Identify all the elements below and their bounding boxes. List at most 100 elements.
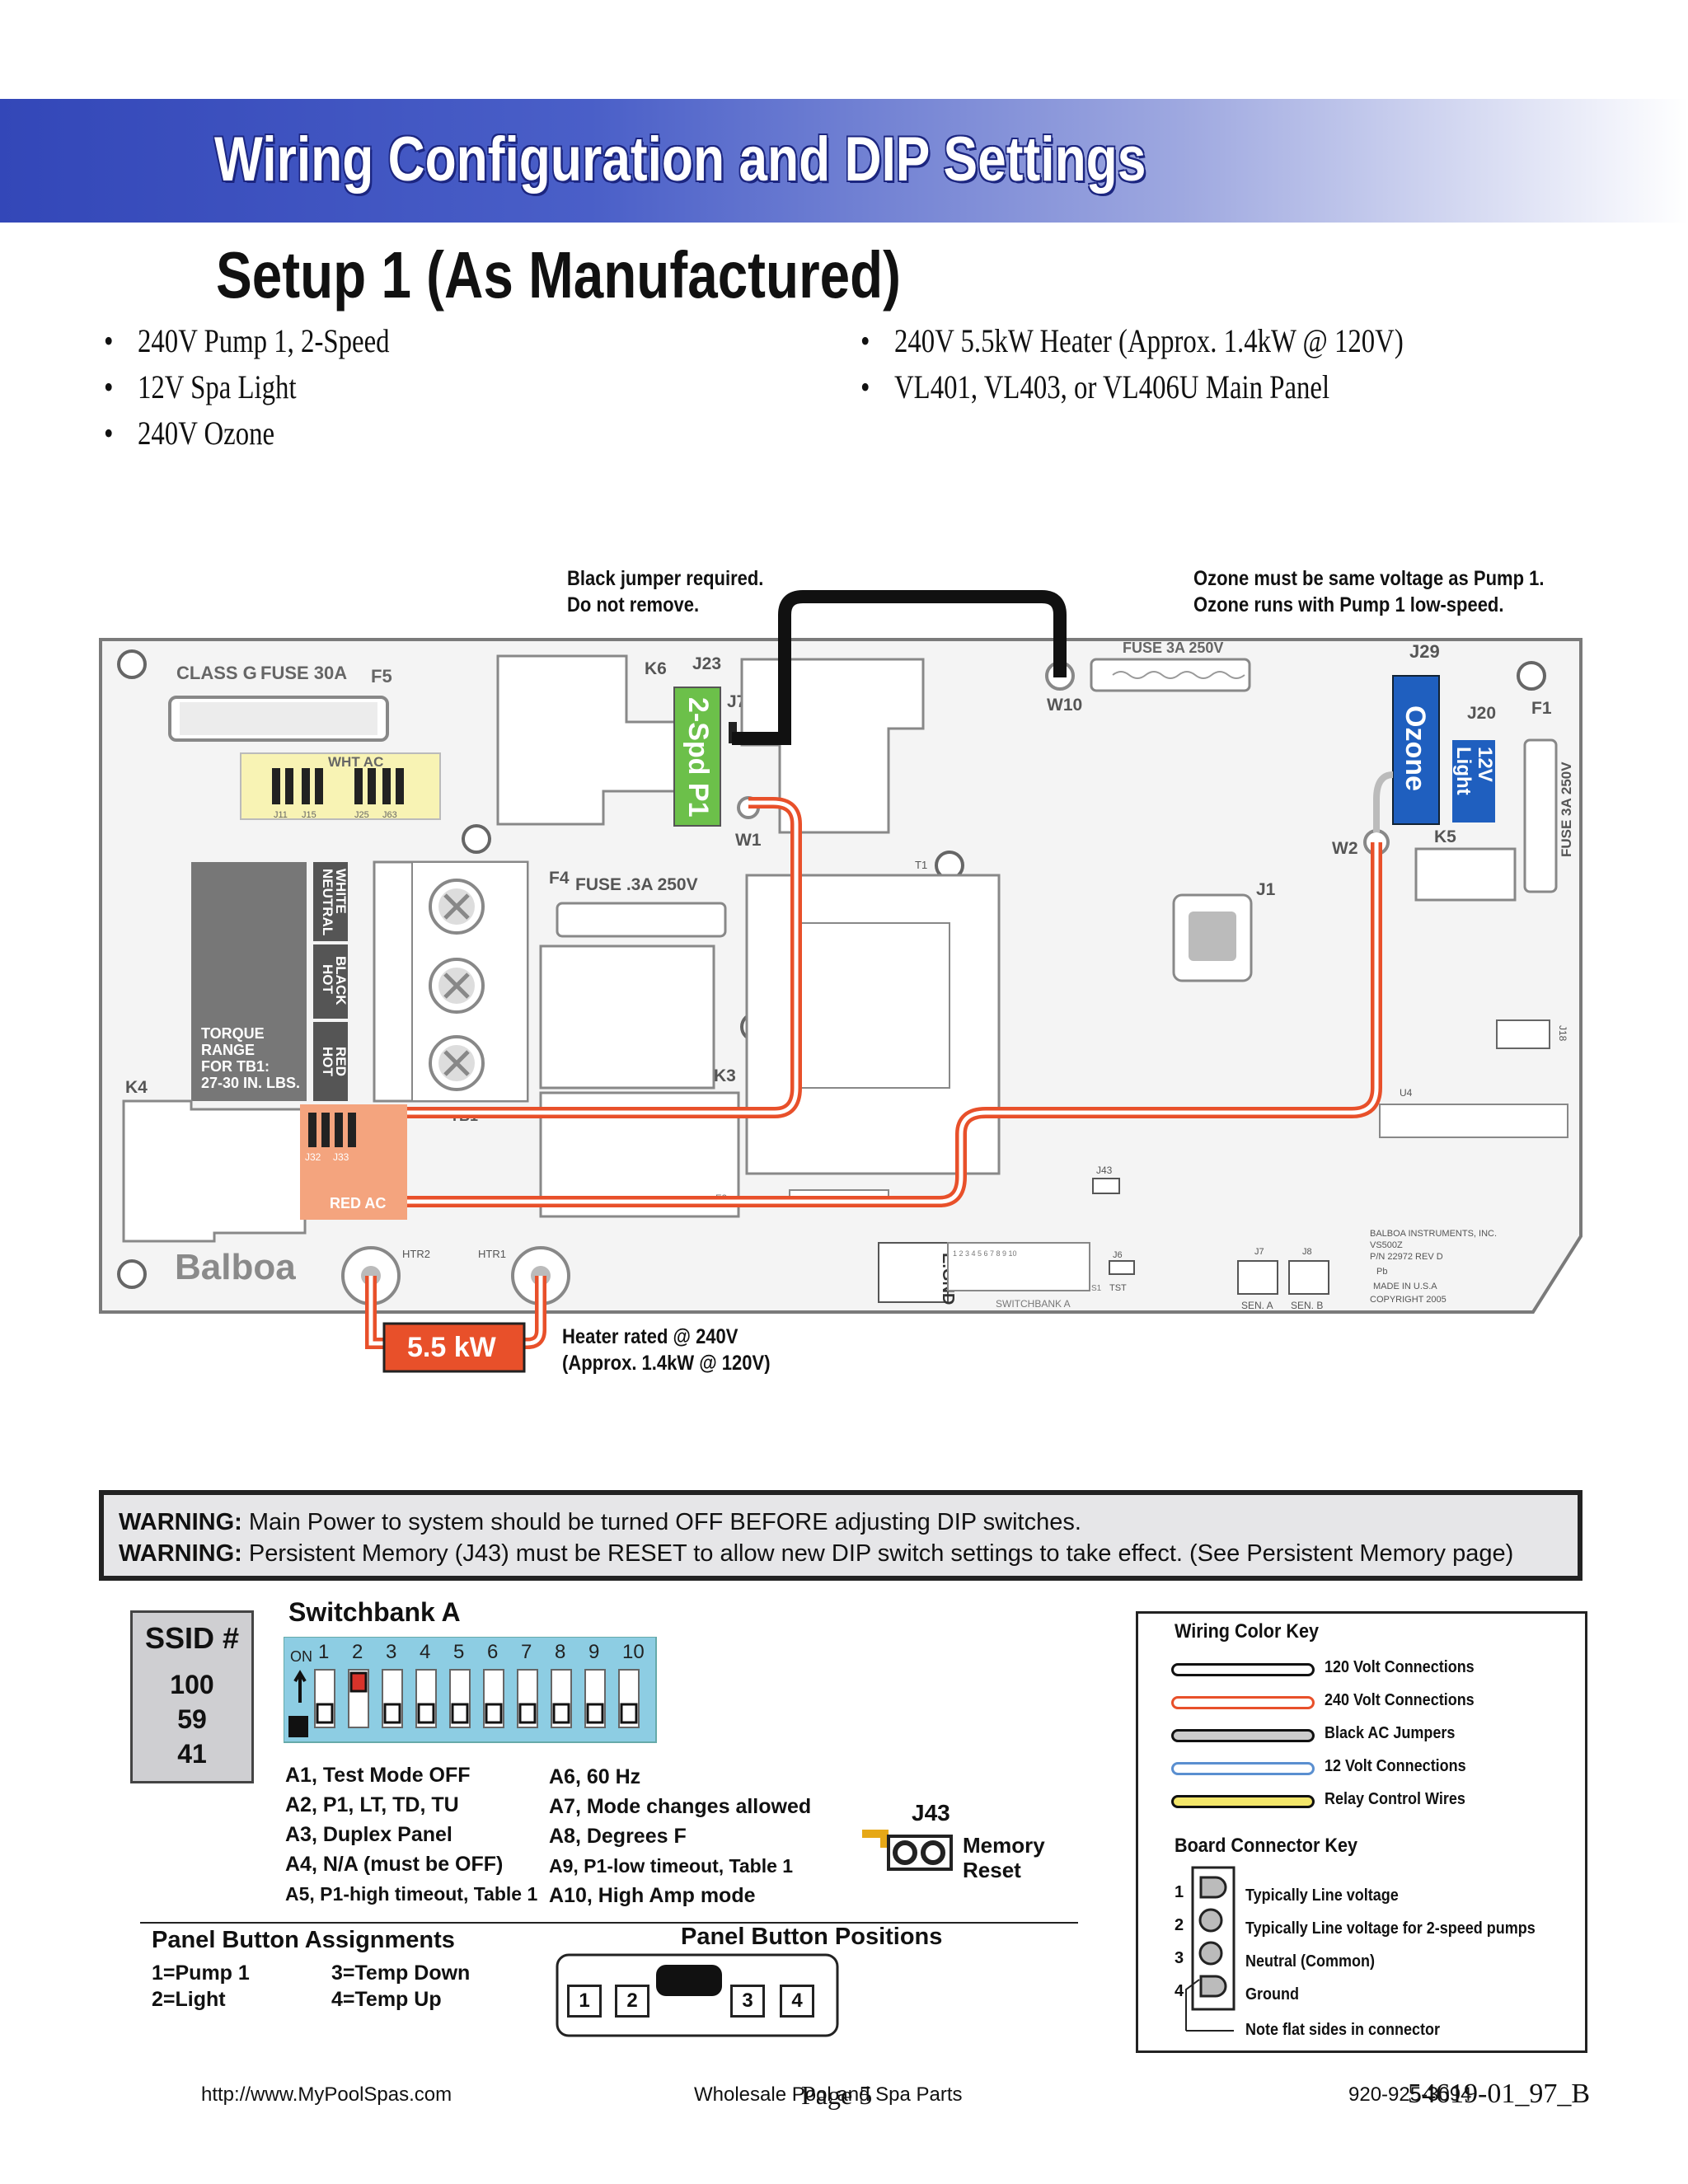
wire-swatch [1171,1729,1315,1742]
dip-knob [451,1703,469,1724]
j43-label: Memory Reset [963,1833,1045,1882]
svg-text:12V: 12V [1474,747,1496,782]
svg-text:U4: U4 [1400,1087,1413,1099]
warning-box: WARNING: Main Power to system should be … [99,1490,1582,1581]
dip-number: 5 [453,1641,464,1663]
panel-assign-left: 1=Pump 1 2=Light [152,1961,250,2011]
svg-text:J15: J15 [302,810,316,820]
connector-numbers: 1 2 3 4 [1175,1883,1184,2000]
dip-knob [417,1703,435,1724]
document-number: 54619-01_97_B [1408,2079,1590,2109]
svg-text:TST: TST [1109,1283,1127,1293]
dip-knob [485,1703,503,1724]
svg-text:J7: J7 [1254,1247,1264,1257]
footer-phone: 920-925-3094 [1348,2083,1472,2106]
svg-text:S1: S1 [1091,1284,1102,1293]
fuse-3a [1090,658,1251,692]
dip-knob [620,1703,638,1724]
connector-items: Typically Line voltage Typically Line vo… [1245,1886,1536,2004]
wire-label: Relay Control Wires [1325,1790,1465,1808]
j43-title: J43 [912,1800,950,1825]
dip-knob [349,1671,368,1693]
j43-connector[interactable] [860,1828,959,1874]
svg-text:F1: F1 [1531,699,1552,718]
feature-item: 12V Spa Light [104,364,390,410]
dip-knob [518,1703,537,1724]
torque-block [191,862,307,1101]
svg-text:Light: Light [1452,747,1475,795]
page-number: Page 5 [801,2080,873,2110]
svg-text:BLACK: BLACK [333,956,349,1005]
svg-text:FUSE 3A 250V: FUSE 3A 250V [1559,762,1574,857]
u4-chip [1379,1104,1568,1138]
panel-button-4[interactable]: 4 [780,1985,814,2018]
wht-ac-label: WHT AC [328,754,383,770]
svg-text:W1: W1 [735,831,762,850]
wire-swatch [1171,1762,1315,1775]
features-left: 240V Pump 1, 2-Speed 12V Spa Light 240V … [104,318,390,457]
svg-text:SEN. A: SEN. A [1241,1300,1273,1311]
svg-text:K3: K3 [714,1066,736,1085]
svg-text:J32: J32 [305,1151,321,1163]
panel-button-3[interactable]: 3 [730,1985,765,2018]
svg-text:J1: J1 [1256,880,1276,899]
svg-text:FUSE .3A 250V: FUSE .3A 250V [575,875,698,894]
svg-text:K6: K6 [645,659,667,678]
svg-text:Ozone: Ozone [1400,705,1431,791]
svg-text:HOT: HOT [320,964,335,995]
svg-text:VS500Z: VS500Z [1370,1240,1403,1250]
dip-number: 6 [487,1641,498,1663]
ozone-note: Ozone must be same voltage as Pump 1. Oz… [1193,567,1545,616]
svg-text:COPYRIGHT 2005: COPYRIGHT 2005 [1370,1295,1447,1305]
svg-text:J20: J20 [1467,704,1496,723]
switch-descriptions-right: A6, 60 Hz A7, Mode changes allowed A8, D… [549,1765,812,1907]
svg-text:J23: J23 [692,654,721,673]
svg-text:F4: F4 [549,869,570,888]
wire-240v [407,797,1382,1207]
dip-knob [552,1703,570,1724]
ssid-box: SSID # 100 59 41 [130,1610,254,1783]
light-connector [1452,740,1495,823]
panel-button-1[interactable]: 1 [567,1985,602,2018]
feature-item: 240V Ozone [104,410,390,457]
dip-number: 3 [386,1641,396,1663]
title-banner [0,99,1688,223]
panel-button-2[interactable]: 2 [615,1985,649,2018]
svg-text:HTR2: HTR2 [402,1248,430,1260]
svg-text:J25: J25 [354,810,369,820]
relay-k4 [122,1099,307,1243]
panel-assign-right: 3=Temp Down 4=Temp Up [331,1961,471,2011]
footer-url[interactable]: http://www.MyPoolSpas.com [201,2083,452,2106]
svg-text:SEN. B: SEN. B [1291,1300,1323,1311]
connector-drawing [1185,1866,1236,2032]
svg-text:Pb: Pb [1376,1267,1387,1277]
svg-text:WHITE: WHITE [333,869,349,914]
page-title: Wiring Configuration and DIP Settings [214,124,1146,194]
divider [140,1922,1078,1924]
svg-text:K5: K5 [1434,827,1456,846]
svg-text:J8: J8 [1302,1247,1312,1257]
fuse-f4 [556,902,727,938]
dip-number: 7 [521,1641,532,1663]
svg-text:T1: T1 [915,859,927,871]
svg-text:RED AC: RED AC [330,1195,386,1212]
heater-note: Heater rated @ 240V (Approx. 1.4kW @ 120… [562,1325,771,1375]
wire-label: Black AC Jumpers [1325,1724,1456,1742]
svg-text:2-Spd P1: 2-Spd P1 [682,697,714,817]
svg-text:HOT: HOT [320,1047,335,1077]
wire-label: 240 Volt Connections [1325,1691,1475,1709]
svg-text:TORQUE: TORQUE [201,1025,265,1042]
terminal-screws [429,879,485,1091]
feature-item: 240V 5.5kW Heater (Approx. 1.4kW @ 120V) [860,318,1404,364]
dip-knob [586,1703,604,1724]
wire-swatch [1171,1795,1315,1808]
warning-line: WARNING: Main Power to system should be … [119,1509,1081,1535]
feature-item: 240V Pump 1, 2-Speed [104,318,390,364]
panel-positions-title: Panel Button Positions [681,1924,943,1950]
features-right: 240V 5.5kW Heater (Approx. 1.4kW @ 120V)… [860,318,1404,410]
svg-text:NEUTRAL: NEUTRAL [320,869,335,935]
svg-text:J6: J6 [1113,1250,1123,1260]
svg-text:RANGE: RANGE [201,1042,255,1058]
heater-element [382,1322,526,1373]
